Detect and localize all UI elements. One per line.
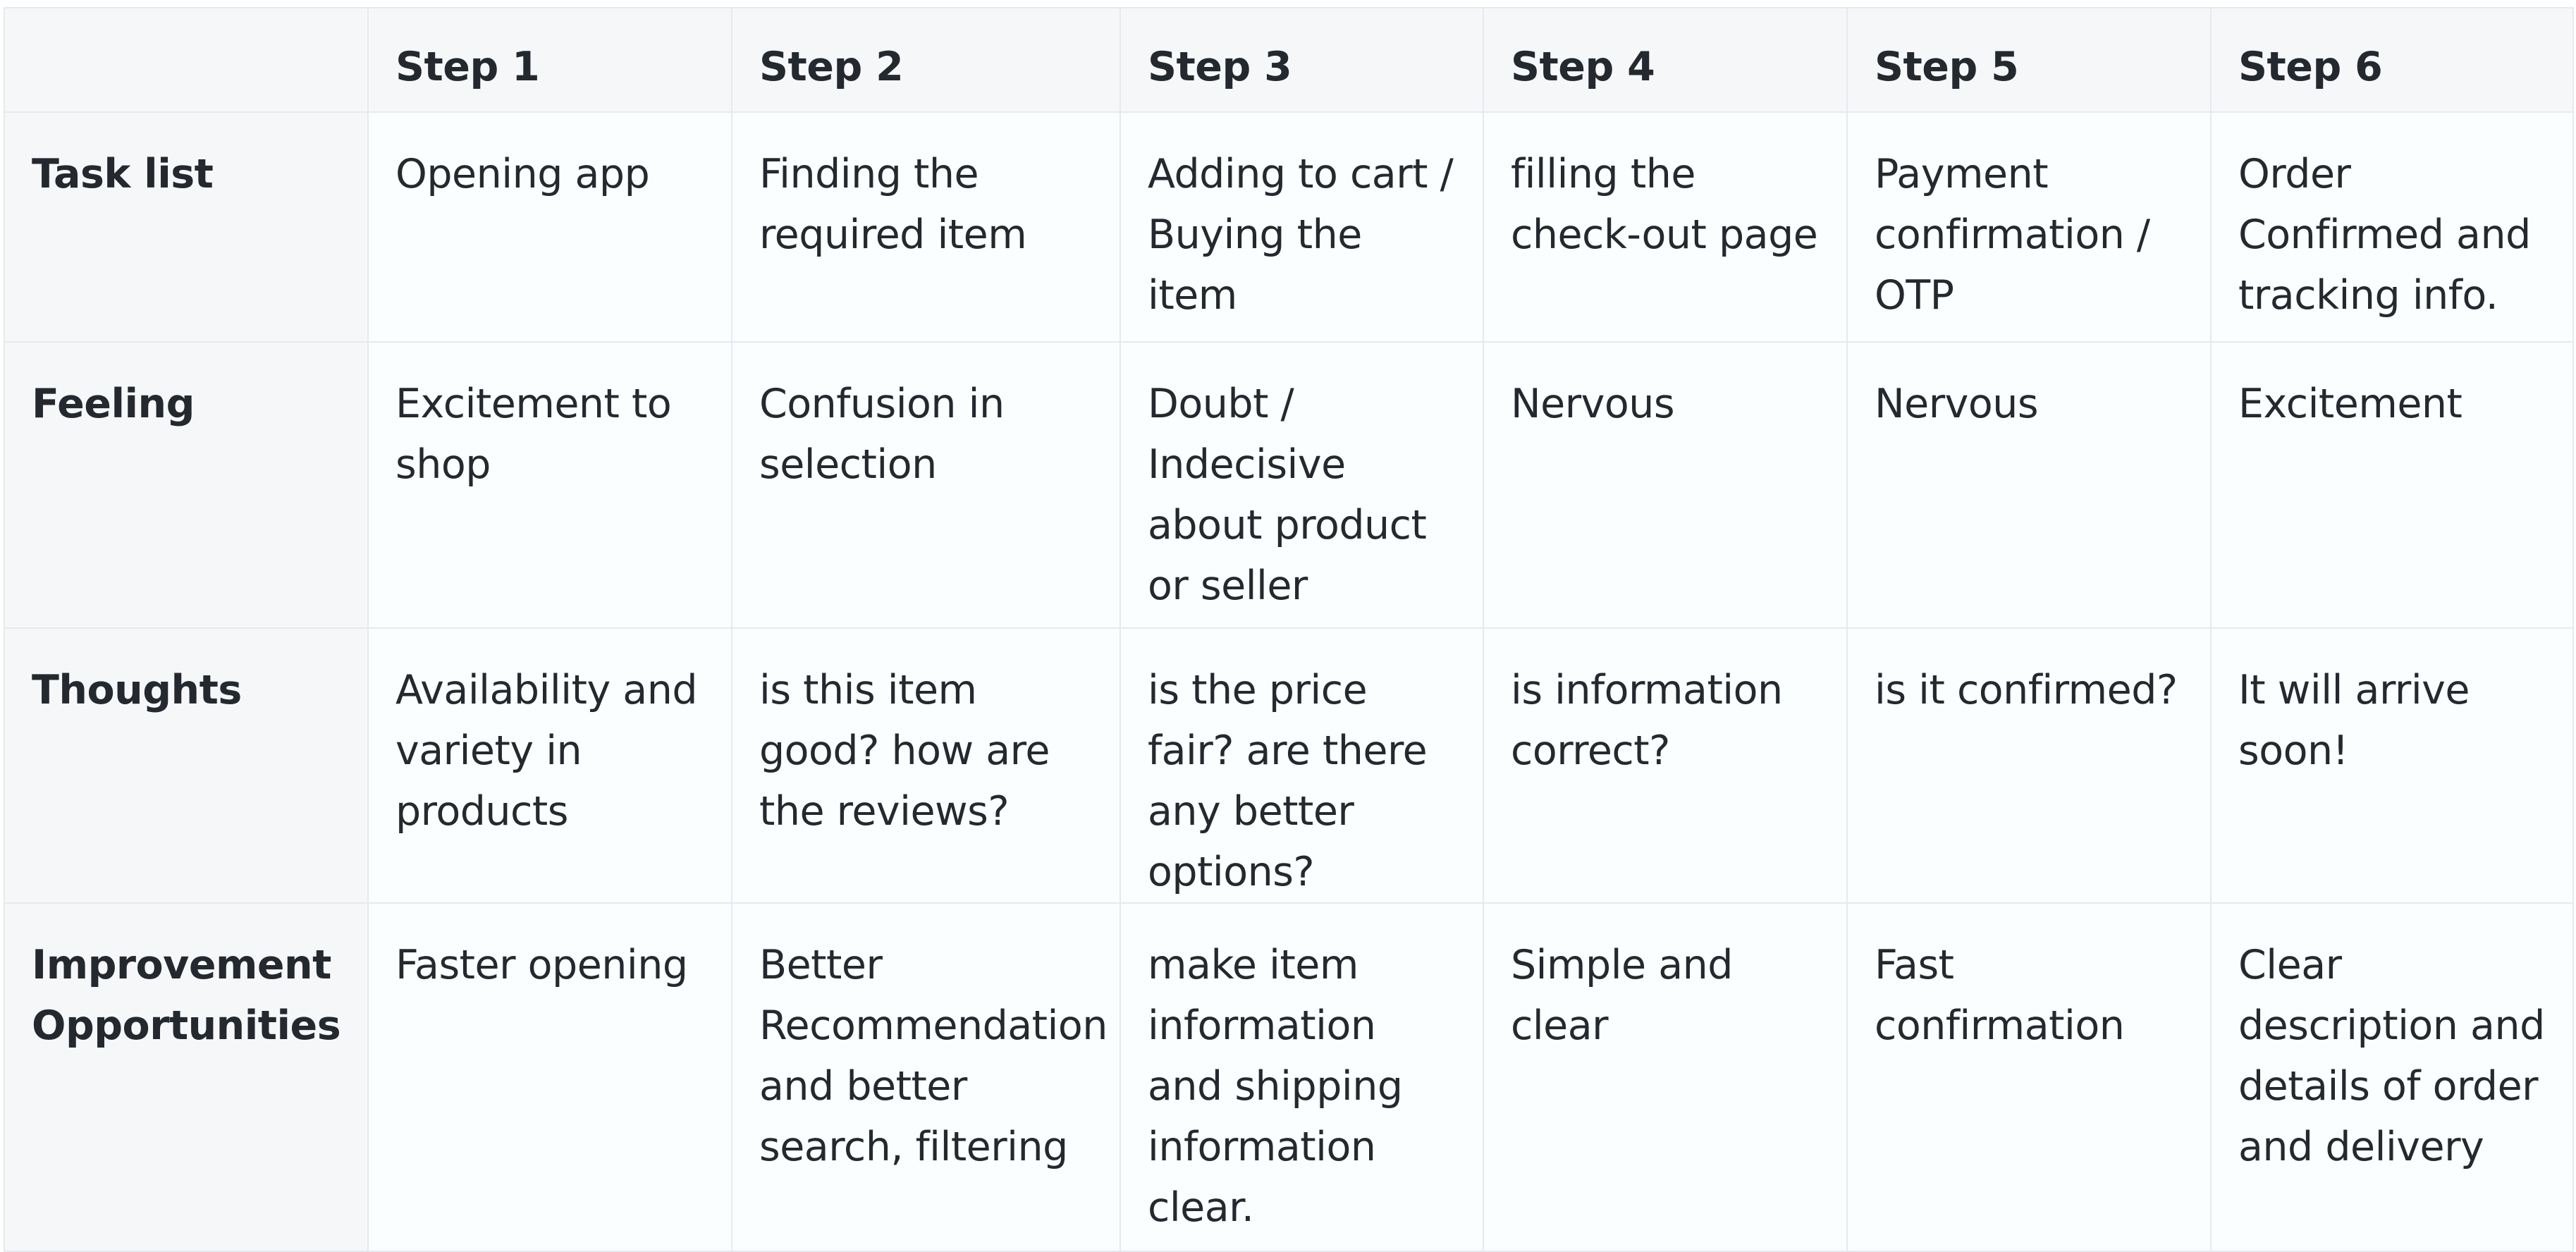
table-cell: Order Confirmed and tracking info.	[2210, 111, 2574, 343]
step-1-header: Step 1	[367, 7, 732, 113]
user-journey-table: Step 1 Step 2 Step 3 Step 4 Step 5 Step …	[4, 7, 2574, 1252]
table-cell: It will arrive soon!	[2210, 627, 2574, 904]
table-cell: is this item good? how are the reviews?	[731, 627, 1121, 904]
table-row-task-list: Task list Opening app Finding the requir…	[4, 111, 2574, 343]
table-cell: Simple and clear	[1483, 902, 1848, 1252]
table-cell: Opening app	[367, 111, 732, 343]
step-2-header: Step 2	[731, 7, 1121, 113]
table-cell: Adding to cart / Buying the item	[1120, 111, 1484, 343]
table-cell: Clear description and details of order a…	[2210, 902, 2574, 1252]
table-cell: Confusion in selection	[731, 341, 1121, 629]
table-row-feeling: Feeling Excitement to shop Confusion in …	[4, 341, 2574, 629]
table-cell: is the price fair? are there any better …	[1120, 627, 1484, 904]
table-cell: Better Recommendation and better search,…	[731, 902, 1121, 1252]
table-cell: is it confirmed?	[1846, 627, 2212, 904]
table-cell: Payment confirmation / OTP	[1846, 111, 2212, 343]
step-4-header: Step 4	[1483, 7, 1848, 113]
table-cell: Doubt / Indecisive about product or sell…	[1120, 341, 1484, 629]
table-cell: Excitement	[2210, 341, 2574, 629]
table-cell: Fast confirmation	[1846, 902, 2212, 1252]
table-cell: Faster opening	[367, 902, 732, 1252]
step-6-header: Step 6	[2210, 7, 2574, 113]
table-cell: filling the check-out page	[1483, 111, 1848, 343]
table-cell: Finding the required item	[731, 111, 1121, 343]
table-row-improvement-opportunities: Improvement Opportunities Faster opening…	[4, 902, 2574, 1252]
table-row-thoughts: Thoughts Availability and variety in pro…	[4, 627, 2574, 904]
table-cell: is information correct?	[1483, 627, 1848, 904]
row-label-improvement-opportunities: Improvement Opportunities	[4, 902, 369, 1252]
row-label-feeling: Feeling	[4, 341, 369, 629]
table-cell: Nervous	[1483, 341, 1848, 629]
row-label-task-list: Task list	[4, 111, 369, 343]
corner-header-cell	[4, 7, 369, 113]
step-3-header: Step 3	[1120, 7, 1484, 113]
table-cell: Availability and variety in products	[367, 627, 732, 904]
table-cell: Nervous	[1846, 341, 2212, 629]
row-label-thoughts: Thoughts	[4, 627, 369, 904]
header-row: Step 1 Step 2 Step 3 Step 4 Step 5 Step …	[4, 7, 2574, 113]
table-cell: make item information and shipping infor…	[1120, 902, 1484, 1252]
table-cell: Excitement to shop	[367, 341, 732, 629]
step-5-header: Step 5	[1846, 7, 2212, 113]
